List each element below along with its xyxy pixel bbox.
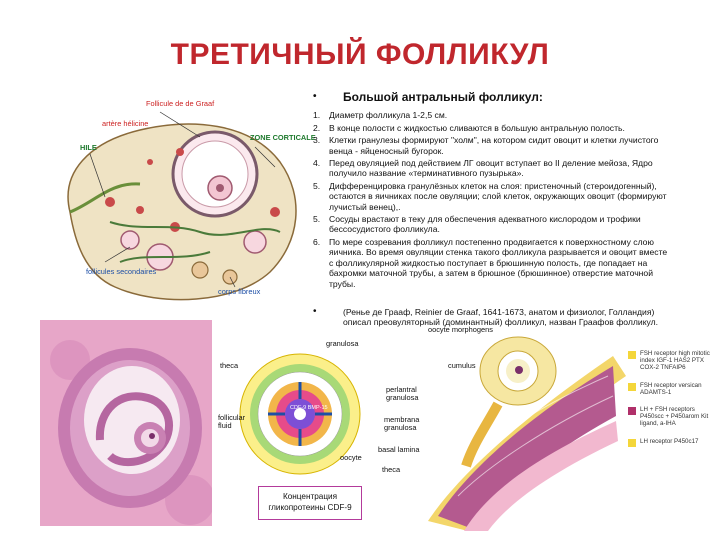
list-item: 5.Сосуды врастают в теку для обеспечения… [313, 214, 641, 235]
legend-swatch [628, 438, 636, 447]
list-item: 1.Диаметр фолликула 1-2,5 см. [313, 110, 448, 121]
legend-swatch [628, 407, 636, 416]
legend-item: LH + FSH receptors P450scc + P450arom Ki… [628, 406, 718, 428]
legend-item: FSH receptor versican ADAMTS-1 [628, 382, 718, 396]
label-theca: theca [220, 361, 239, 370]
label-basal: basal lamina [378, 445, 420, 454]
label-cdf9: CDF-9 BMP-15 [290, 405, 328, 411]
legend-item: FSH receptor high mitotic index IGF-1 HA… [628, 350, 718, 372]
label-cumulus: cumulus [448, 361, 476, 370]
cdf9-caption: Концентрация гликопротеины CDF-9 [258, 486, 362, 520]
legend: FSH receptor high mitotic index IGF-1 HA… [628, 350, 718, 449]
label-theca-layer: theca [382, 465, 401, 474]
text-block: • Большой антральный фолликул: 1.Диаметр… [313, 90, 671, 328]
list-item: 4.Перед овуляцией под действием ЛГ овоци… [313, 158, 653, 179]
heading-text: Большой антральный фолликул: [343, 90, 543, 104]
bullet-mark: • [313, 305, 317, 317]
bullet-mark: • [313, 91, 317, 102]
page-title: ТРЕТИЧНЫЙ ФОЛЛИКУЛ [170, 38, 550, 71]
label-granulosa: granulosa [326, 339, 359, 348]
label-follicle: Follicule de de Graaf [146, 99, 215, 108]
label-hile: HILE [80, 143, 97, 152]
legend-swatch [628, 351, 636, 359]
list-item: 5.Дифференцировка гранулёзных клеток на … [313, 180, 667, 212]
label-secondary: follicules secondaires [86, 267, 157, 276]
label-fluid: follicular fluid [218, 413, 246, 430]
ovary-diagram: artère hélicine Follicule de de Graaf HI… [50, 92, 316, 312]
cdf9-follicle-diagram: granulosa theca CDF-9 BMP-15 follicular … [218, 338, 368, 488]
histology-image [40, 320, 212, 526]
legend-swatch [628, 382, 636, 391]
label-oocyte: oocyte [340, 453, 362, 462]
label-membrana: membrana granulosa [384, 415, 420, 432]
list-item: 3.Клетки гранулезы формируют "холм", на … [313, 135, 659, 156]
label-artery: artère hélicine [102, 119, 149, 128]
label-morphogens: oocyte morphogens [428, 325, 493, 334]
label-zone: ZONE CORTICALE [250, 133, 316, 142]
granulosa-layers-diagram: oocyte morphogens cumulus perlantral gra… [368, 326, 626, 536]
legend-item: LH receptor P450c17 [628, 438, 718, 447]
label-corpora: corps fibreux [218, 287, 261, 296]
list-item: 6.По мере созревания фолликул постепенно… [313, 236, 668, 289]
note-paragraph: • (Ренье де Грааф, Reinier de Graaf, 164… [313, 305, 659, 328]
label-perlantral: perlantral granulosa [386, 385, 419, 402]
section-heading: • Большой антральный фолликул: [313, 90, 671, 104]
list-item: 2.В конце полости с жидкостью сливаются … [313, 122, 625, 133]
